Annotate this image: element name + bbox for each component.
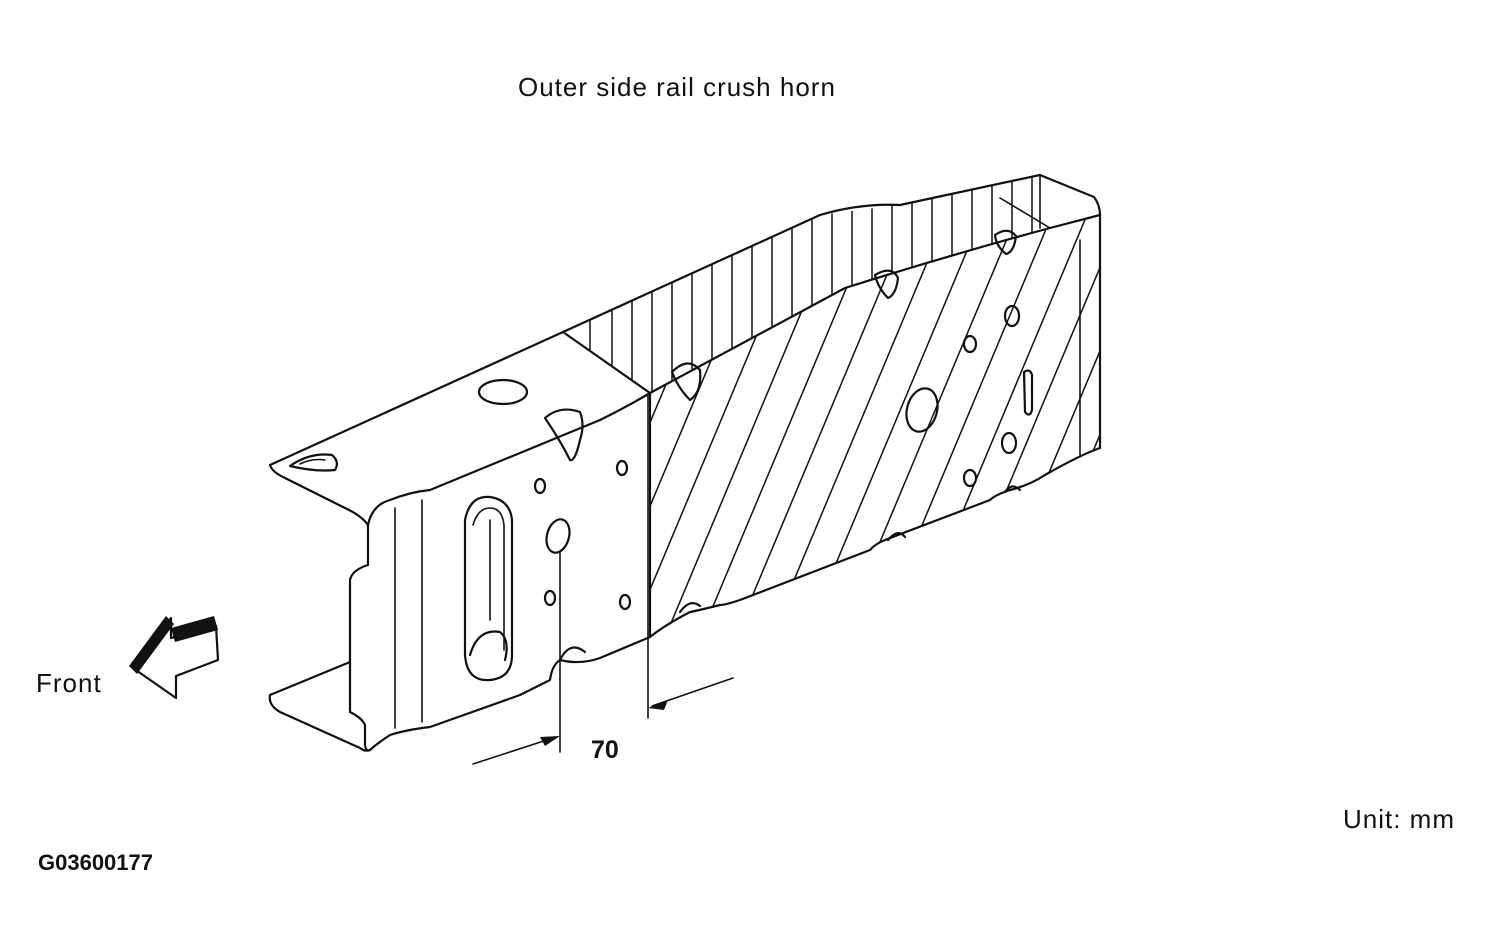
dimension-70	[472, 394, 734, 765]
slot-opening	[463, 495, 514, 682]
unit-label: Unit: mm	[1343, 804, 1455, 834]
front-label: Front	[36, 668, 102, 698]
rail-outline	[268, 173, 1102, 752]
diagram-title: Outer side rail crush horn	[518, 72, 836, 102]
top-flange-holes	[288, 378, 584, 472]
dimension-label: 70	[591, 736, 619, 764]
side-wall-holes	[558, 229, 1034, 662]
figure-code: G03600177	[38, 850, 153, 875]
arrow-left-icon	[129, 616, 220, 700]
front-web-holes	[533, 459, 632, 611]
